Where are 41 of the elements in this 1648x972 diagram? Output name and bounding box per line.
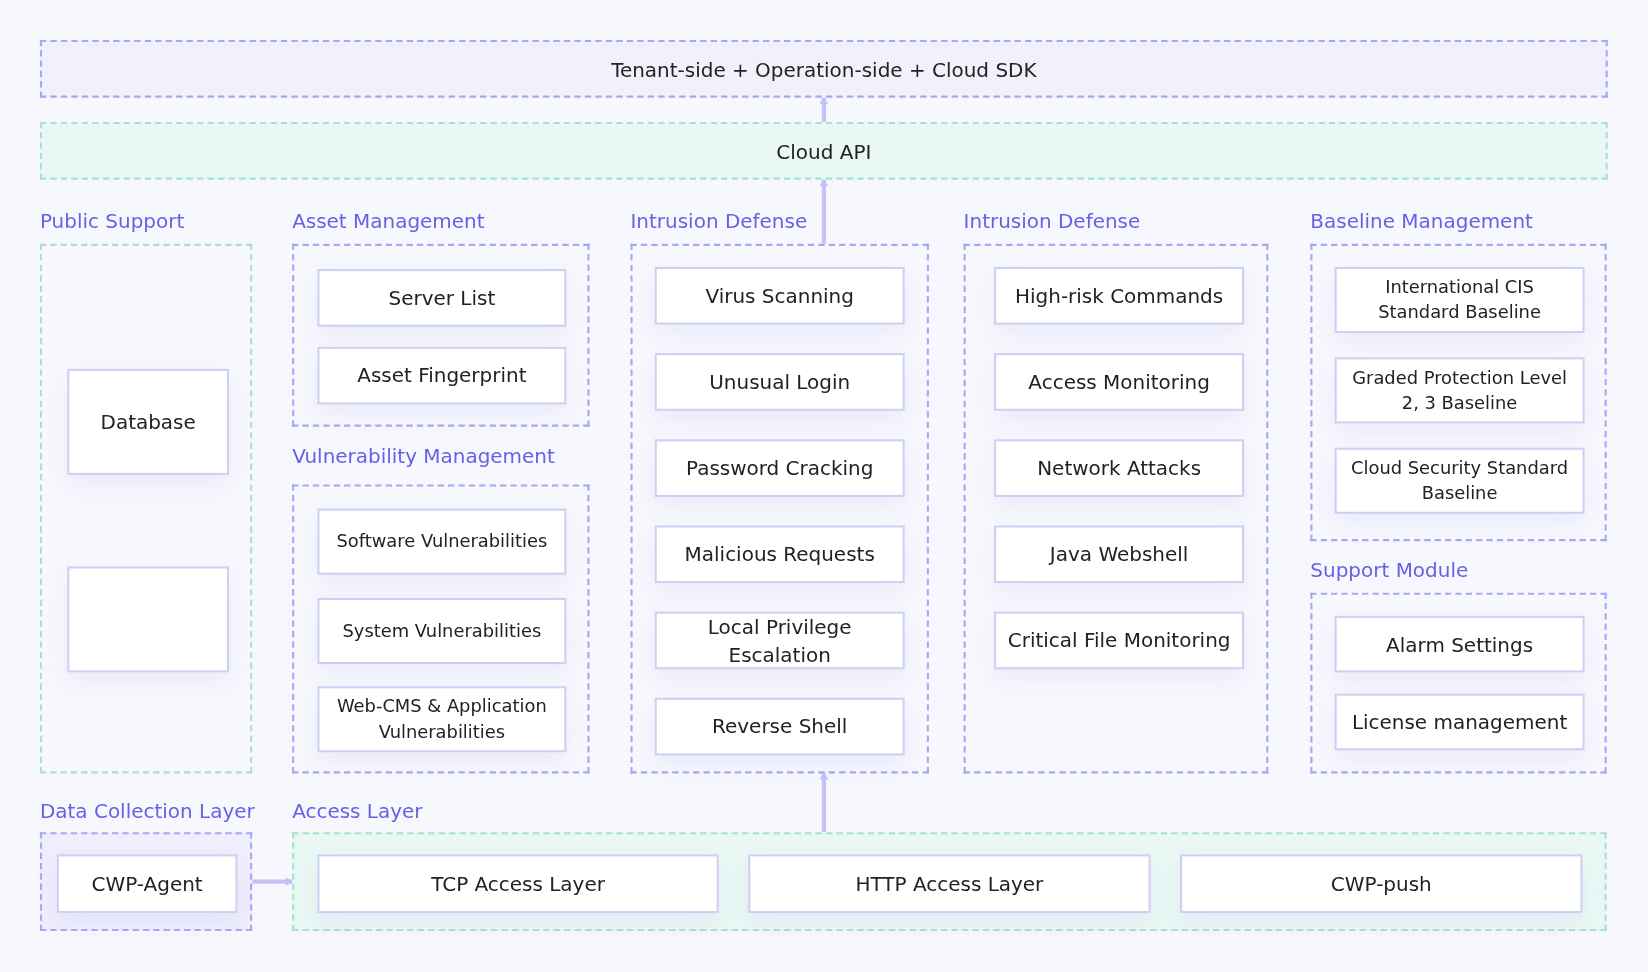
module-box: Password Cracking bbox=[654, 439, 905, 498]
layer-band: Tenant-side + Operation-side + Cloud SDK bbox=[39, 39, 1608, 98]
arrow bbox=[819, 771, 829, 833]
module-box: Network Attacks bbox=[994, 439, 1245, 498]
module-box: HTTP Access Layer bbox=[748, 854, 1151, 914]
module-box: Local Privilege Escalation bbox=[654, 611, 905, 670]
group-heading: Intrusion Defense bbox=[630, 209, 808, 233]
module-box: Reverse Shell bbox=[654, 697, 905, 756]
module-box: Unusual Login bbox=[654, 353, 905, 411]
module-box: High-risk Commands bbox=[994, 266, 1245, 325]
module-box: Database bbox=[67, 368, 230, 475]
module-box: Graded Protection Level 2, 3 Baseline bbox=[1334, 357, 1585, 424]
module-box: TCP Access Layer bbox=[317, 854, 719, 914]
group-heading: Baseline Management bbox=[1310, 209, 1533, 233]
module-box: Cloud Security Standard Baseline bbox=[1334, 447, 1585, 514]
empty-box bbox=[67, 566, 230, 673]
layer-band: Cloud API bbox=[39, 121, 1608, 180]
arrow bbox=[819, 95, 829, 122]
module-box: Malicious Requests bbox=[654, 525, 905, 584]
group-heading: Intrusion Defense bbox=[963, 209, 1141, 233]
module-box: Virus Scanning bbox=[654, 266, 905, 325]
module-box: International CIS Standard Baseline bbox=[1334, 266, 1585, 334]
group-heading: Support Module bbox=[1310, 558, 1469, 582]
module-box: License management bbox=[1334, 693, 1585, 751]
group-heading: Public Support bbox=[39, 209, 185, 233]
group-heading: Access Layer bbox=[292, 798, 423, 822]
module-box: Access Monitoring bbox=[994, 353, 1245, 411]
module-box: System Vulnerabilities bbox=[317, 597, 567, 665]
module-box: Java Webshell bbox=[994, 525, 1245, 584]
module-box: Server List bbox=[317, 269, 567, 327]
module-box: Alarm Settings bbox=[1334, 615, 1585, 673]
group-heading: Asset Management bbox=[292, 209, 485, 233]
group-heading: Data Collection Layer bbox=[39, 798, 255, 822]
module-box: Critical File Monitoring bbox=[994, 611, 1245, 670]
arrow bbox=[819, 177, 829, 244]
module-box: CWP-Agent bbox=[56, 854, 238, 914]
module-box: Web-CMS & Application Vulnerabilities bbox=[317, 686, 567, 753]
group-heading: Vulnerability Management bbox=[292, 444, 555, 468]
module-box: Asset Fingerprint bbox=[317, 346, 567, 405]
module-box: Software Vulnerabilities bbox=[317, 508, 567, 575]
module-box: CWP-push bbox=[1180, 854, 1583, 914]
